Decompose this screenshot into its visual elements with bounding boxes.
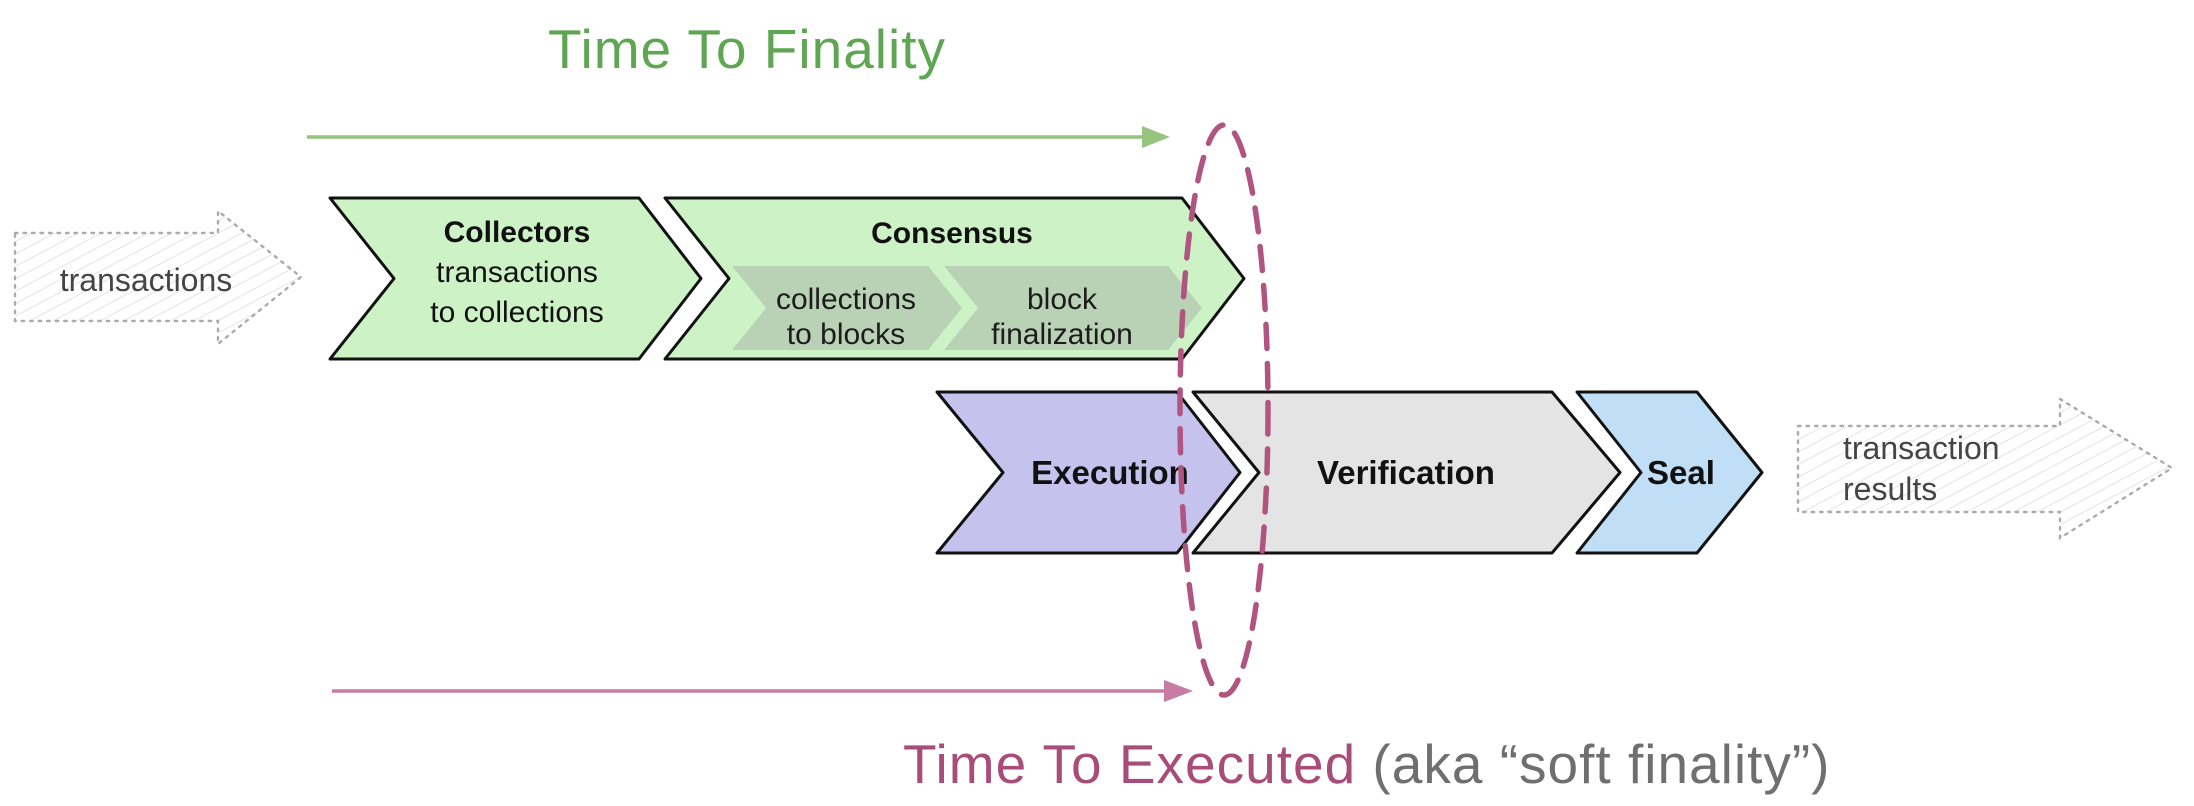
sub2-line2: finalization (991, 318, 1133, 351)
results-line1: transaction (1843, 430, 2000, 466)
block-finalization-label: block finalization (942, 282, 1182, 352)
collectors-line1: transactions (436, 256, 598, 289)
verification-label: Verification (1317, 454, 1495, 491)
time-to-executed-arrowhead (1164, 680, 1193, 702)
collectors-title: Collectors (443, 216, 591, 249)
collections-to-blocks-label: collections to blocks (726, 282, 966, 352)
collections-to-blocks-subchevron (732, 266, 962, 350)
collectors-chevron (328, 196, 703, 361)
execution-label: Execution (1031, 454, 1189, 491)
sub1-line1: collections (775, 283, 917, 316)
execution-chevron (935, 390, 1242, 555)
results-sketch-arrow (1796, 396, 2175, 541)
sub2-line1: block (1026, 283, 1098, 316)
transactions-input-label: transactions (59, 262, 233, 298)
seal-chevron (1575, 390, 1764, 555)
transaction-results-label: transaction results (1843, 428, 2073, 510)
time-to-executed-title: Time To Executed (aka “soft finality”) (903, 733, 1830, 795)
sub1-line2: to blocks (786, 318, 906, 351)
soft-finality-suffix: (aka “soft finality”) (1356, 733, 1831, 795)
time-to-finality-title: Time To Finality (547, 18, 947, 80)
consensus-title: Consensus (871, 217, 1033, 250)
time-to-executed-text: Time To Executed (903, 733, 1357, 795)
collectors-line2: to collections (430, 296, 604, 329)
block-finalization-subchevron (944, 266, 1202, 350)
results-line2: results (1843, 471, 1938, 507)
seal-label: Seal (1647, 454, 1715, 491)
time-to-finality-arrowhead (1142, 126, 1170, 148)
collectors-label: Collectors transactions to collections (367, 213, 667, 333)
transactions-sketch-arrow (13, 208, 303, 347)
